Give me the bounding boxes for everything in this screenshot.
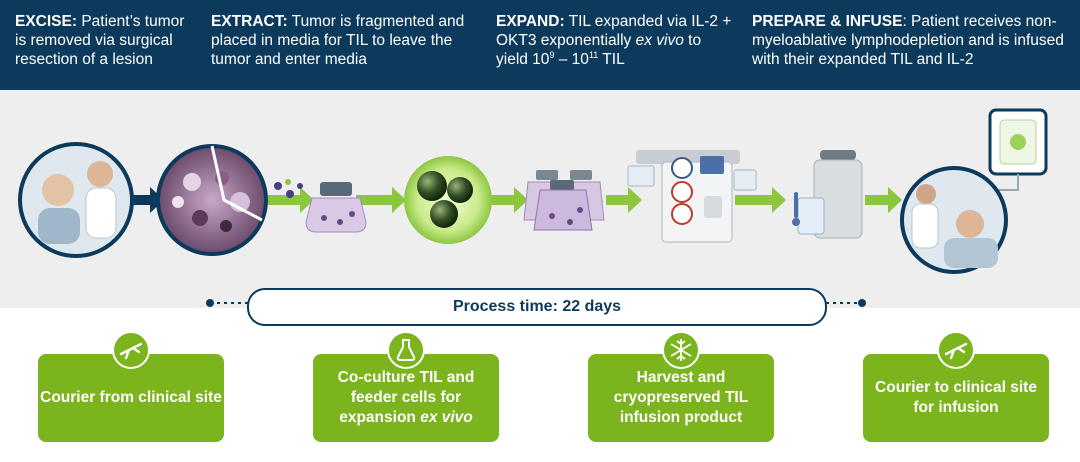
patient-infusion-photo — [900, 166, 1008, 274]
flow-arrow — [490, 187, 528, 213]
step-text: : Patient receives non-myeloablative lym… — [752, 13, 1064, 68]
step-title: PREPARE & INFUSE — [752, 13, 903, 30]
process-time-label: Process time: 22 days — [247, 288, 827, 326]
step-text: – 10 — [554, 51, 589, 68]
bioreactor-machine — [627, 150, 757, 243]
cryo-tank — [792, 150, 863, 239]
box-label: Courier from clinical site — [40, 389, 222, 406]
flow-arrow — [735, 187, 786, 213]
flow-arrow — [268, 187, 314, 213]
step-text: Patient’s tumor is removed via surgical … — [15, 13, 185, 68]
step-box-harvest: Harvest and cryopreserved TIL infusion p… — [588, 354, 774, 442]
til-cells — [274, 179, 303, 198]
step-box-courier-to: Courier to clinical site for infusion — [863, 354, 1049, 442]
culture-bottle — [305, 182, 367, 233]
step-prepare-infuse: PREPARE & INFUSE: Patient receives non-m… — [752, 12, 1072, 69]
box-label: Co-culture TIL and feeder cells for expa… — [337, 369, 475, 426]
step-box-coculture: Co-culture TIL and feeder cells for expa… — [313, 354, 499, 442]
snowflake-icon — [662, 331, 700, 369]
timeline — [206, 299, 866, 307]
step-text: TIL — [598, 51, 625, 68]
step-expand: EXPAND: TIL expanded via IL-2 + OKT3 exp… — [496, 12, 736, 69]
step-text: TIL expanded via IL-2 + OKT3 exponential… — [496, 13, 732, 49]
airplane-icon — [937, 331, 975, 369]
step-title: EXCISE: — [15, 13, 78, 30]
tumor-illustration — [156, 144, 268, 256]
header-band — [0, 0, 1080, 90]
step-title: EXPAND: — [496, 13, 565, 30]
airplane-icon — [112, 331, 150, 369]
step-box-courier-from: Courier from clinical site — [38, 354, 224, 442]
step-text: Tumor is fragmented and placed in media … — [211, 13, 465, 68]
flow-arrow — [606, 187, 642, 213]
process-flow — [18, 108, 1048, 274]
step-excise: EXCISE: Patient’s tumor is removed via s… — [15, 12, 195, 69]
superscript: 11 — [588, 49, 599, 60]
expansion-bottles — [523, 170, 605, 231]
step-title: EXTRACT: — [211, 13, 288, 30]
step-extract: EXTRACT: Tumor is fragmented and placed … — [211, 12, 471, 69]
cell-spheres — [404, 156, 492, 244]
flow-arrow — [865, 187, 902, 213]
flow-arrow — [356, 187, 406, 213]
patient-doctor-photo — [18, 142, 134, 258]
box-label: Courier to clinical site for infusion — [875, 379, 1037, 416]
step-text: ex vivo — [635, 32, 684, 49]
flow-arrow-navy — [130, 187, 164, 213]
superscript: 9 — [549, 49, 555, 60]
infusion-bag — [988, 108, 1048, 191]
box-label: Harvest and cryopreserved TIL infusion p… — [613, 369, 749, 426]
step-text: to yield 10 — [496, 32, 702, 68]
flask-icon — [387, 331, 425, 369]
